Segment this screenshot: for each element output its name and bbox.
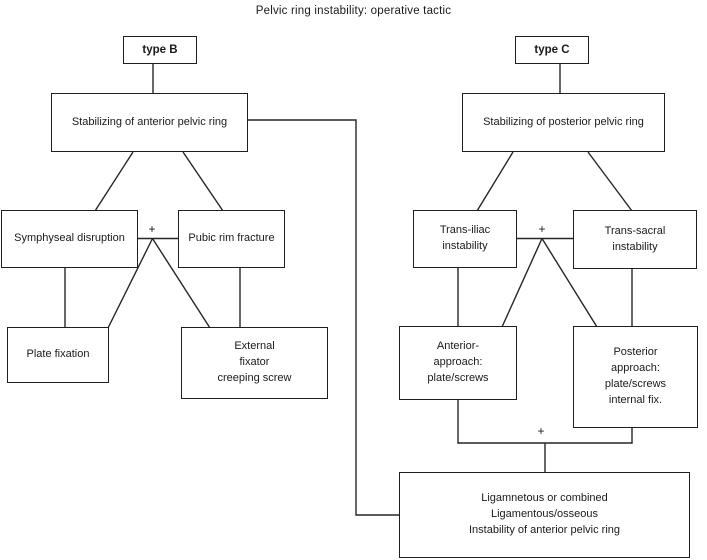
connector-anterior-symphyseal	[94, 151, 134, 212]
plus-symbol-right: +	[538, 222, 546, 236]
node-combined-instability: Ligamnetous or combined Ligamentous/osse…	[399, 472, 690, 558]
connector-anterior-pubic	[182, 151, 224, 212]
connector-leftjunction-externalfixator	[151, 238, 211, 329]
connector-rightjunction-posteriorapproach	[541, 238, 598, 328]
node-plate-fixation: Plate fixation	[7, 327, 109, 383]
node-trans-sacral-instability: Trans-sacral instability	[573, 210, 697, 269]
plus-symbol-left: +	[148, 222, 156, 236]
node-type-c: type C	[515, 36, 589, 64]
node-stabilizing-posterior-ring: Stabilizing of posterior pelvic ring	[462, 93, 665, 152]
connector-anteriorring-combined	[248, 119, 400, 516]
node-symphyseal-disruption: Symphyseal disruption	[1, 210, 138, 268]
connector-posterior-transiliac	[476, 151, 514, 212]
node-type-b: type B	[123, 36, 197, 64]
connector-rightjunction-anteriorapproach	[501, 238, 543, 328]
node-posterior-approach: Posterior approach: plate/screws interna…	[573, 326, 698, 428]
node-stabilizing-anterior-ring: Stabilizing of anterior pelvic ring	[51, 93, 248, 152]
page-title: Pelvic ring instability: operative tacti…	[255, 5, 452, 17]
node-anterior-approach: Anterior- approach: plate/screws	[399, 326, 517, 400]
node-external-fixator: External fixator creeping screw	[181, 327, 328, 399]
connector-leftjunction-platefixation	[107, 238, 154, 329]
node-trans-iliac-instability: Trans-iliac instability	[413, 210, 517, 268]
plus-symbol-bottom: +	[537, 424, 545, 438]
node-pubic-rim-fracture: Pubic rim fracture	[178, 210, 285, 268]
connector-posterior-transsacral	[587, 151, 633, 212]
